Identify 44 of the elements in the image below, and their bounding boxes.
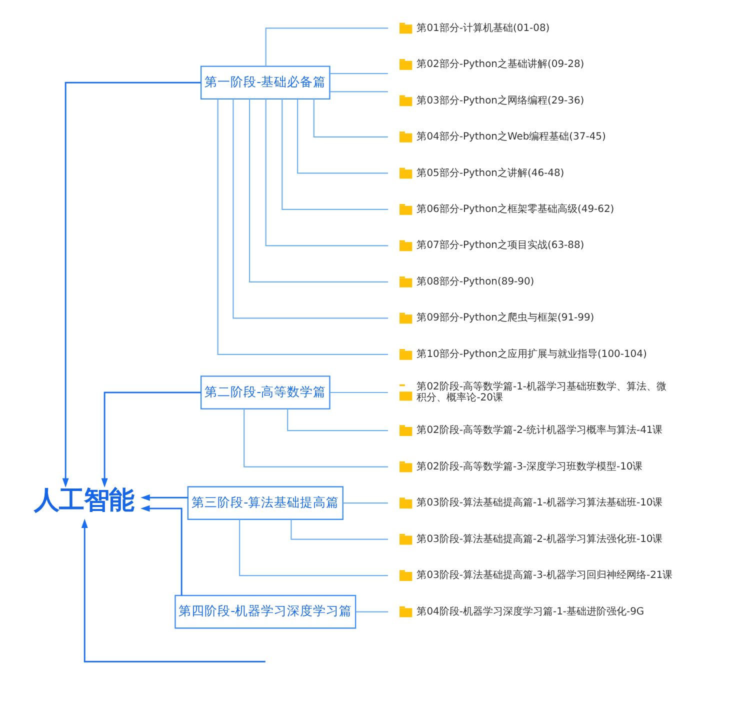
connector xyxy=(329,72,388,74)
connector xyxy=(296,99,388,174)
node-label: 第09部分-Python之爬虫与框架(91-99) xyxy=(416,312,594,324)
node-label: 第01部分-计算机基础(01-08) xyxy=(416,22,550,34)
node-label: 第05部分-Python之讲解(46-48) xyxy=(416,168,564,179)
connector xyxy=(355,611,388,612)
connector xyxy=(312,98,388,138)
arrow xyxy=(80,518,265,662)
arrow xyxy=(140,505,182,596)
connector xyxy=(329,392,388,394)
connector xyxy=(286,408,388,432)
arrow xyxy=(140,494,188,501)
node-label: 第08部分-Python(89-90) xyxy=(416,276,534,288)
node-label: 第02阶段-高等数学篇-2-统计机器学习概率与算法-41课 xyxy=(416,425,662,436)
node-text: 人工智能 xyxy=(33,484,134,514)
connector xyxy=(216,99,388,355)
node-label: 第02部分-Python之基础讲解(09-28) xyxy=(416,59,584,70)
node-box: 第三阶段-算法基础提高篇 xyxy=(186,486,343,520)
node-label: 第03阶段-算法基础提高篇-1-机器学习算法基础班-10课 xyxy=(416,498,662,509)
node-label: 第02阶段-高等数学篇-3-深度学习班数学模型-10课 xyxy=(416,461,642,472)
connector xyxy=(329,91,388,92)
node-label: 第03阶段-算法基础提高篇-2-机器学习算法强化班-10课 xyxy=(416,534,662,545)
connector xyxy=(281,98,388,210)
node-box: 第一阶段-基础必备篇 xyxy=(200,66,330,100)
node-label: 第03部分-Python之网络编程(29-36) xyxy=(416,95,584,106)
node-box: 第四阶段-机器学习深度学习篇 xyxy=(174,594,356,629)
connector xyxy=(342,502,388,504)
connector xyxy=(238,520,388,576)
connector xyxy=(264,28,388,66)
node-label: 第10部分-Python之应用扩展与就业指导(100-104) xyxy=(416,348,646,360)
node-label: 第04部分-Python之Web编程基础(37-45) xyxy=(416,132,606,142)
arrow xyxy=(100,392,200,488)
node-label: 第02阶段-高等数学篇-1-机器学习基础班数学、算法、微积分、概率论-20课 xyxy=(416,382,666,404)
connector xyxy=(232,99,388,319)
connector xyxy=(264,99,388,246)
connector xyxy=(248,98,388,282)
node-box: 第二阶段-高等数学篇 xyxy=(200,376,330,410)
node-label: 第07部分-Python之项目实战(63-88) xyxy=(416,240,584,252)
node-label: 第06部分-Python之框架零基础高级(49-62) xyxy=(416,204,614,215)
node-label: 第04阶段-机器学习深度学习篇-1-基础进阶强化-9G xyxy=(416,606,644,618)
connector xyxy=(243,409,388,468)
connector xyxy=(290,519,388,540)
arrow xyxy=(62,82,200,488)
node-label: 第03阶段-算法基础提高篇-3-机器学习回归神经网络-21课 xyxy=(416,570,672,582)
